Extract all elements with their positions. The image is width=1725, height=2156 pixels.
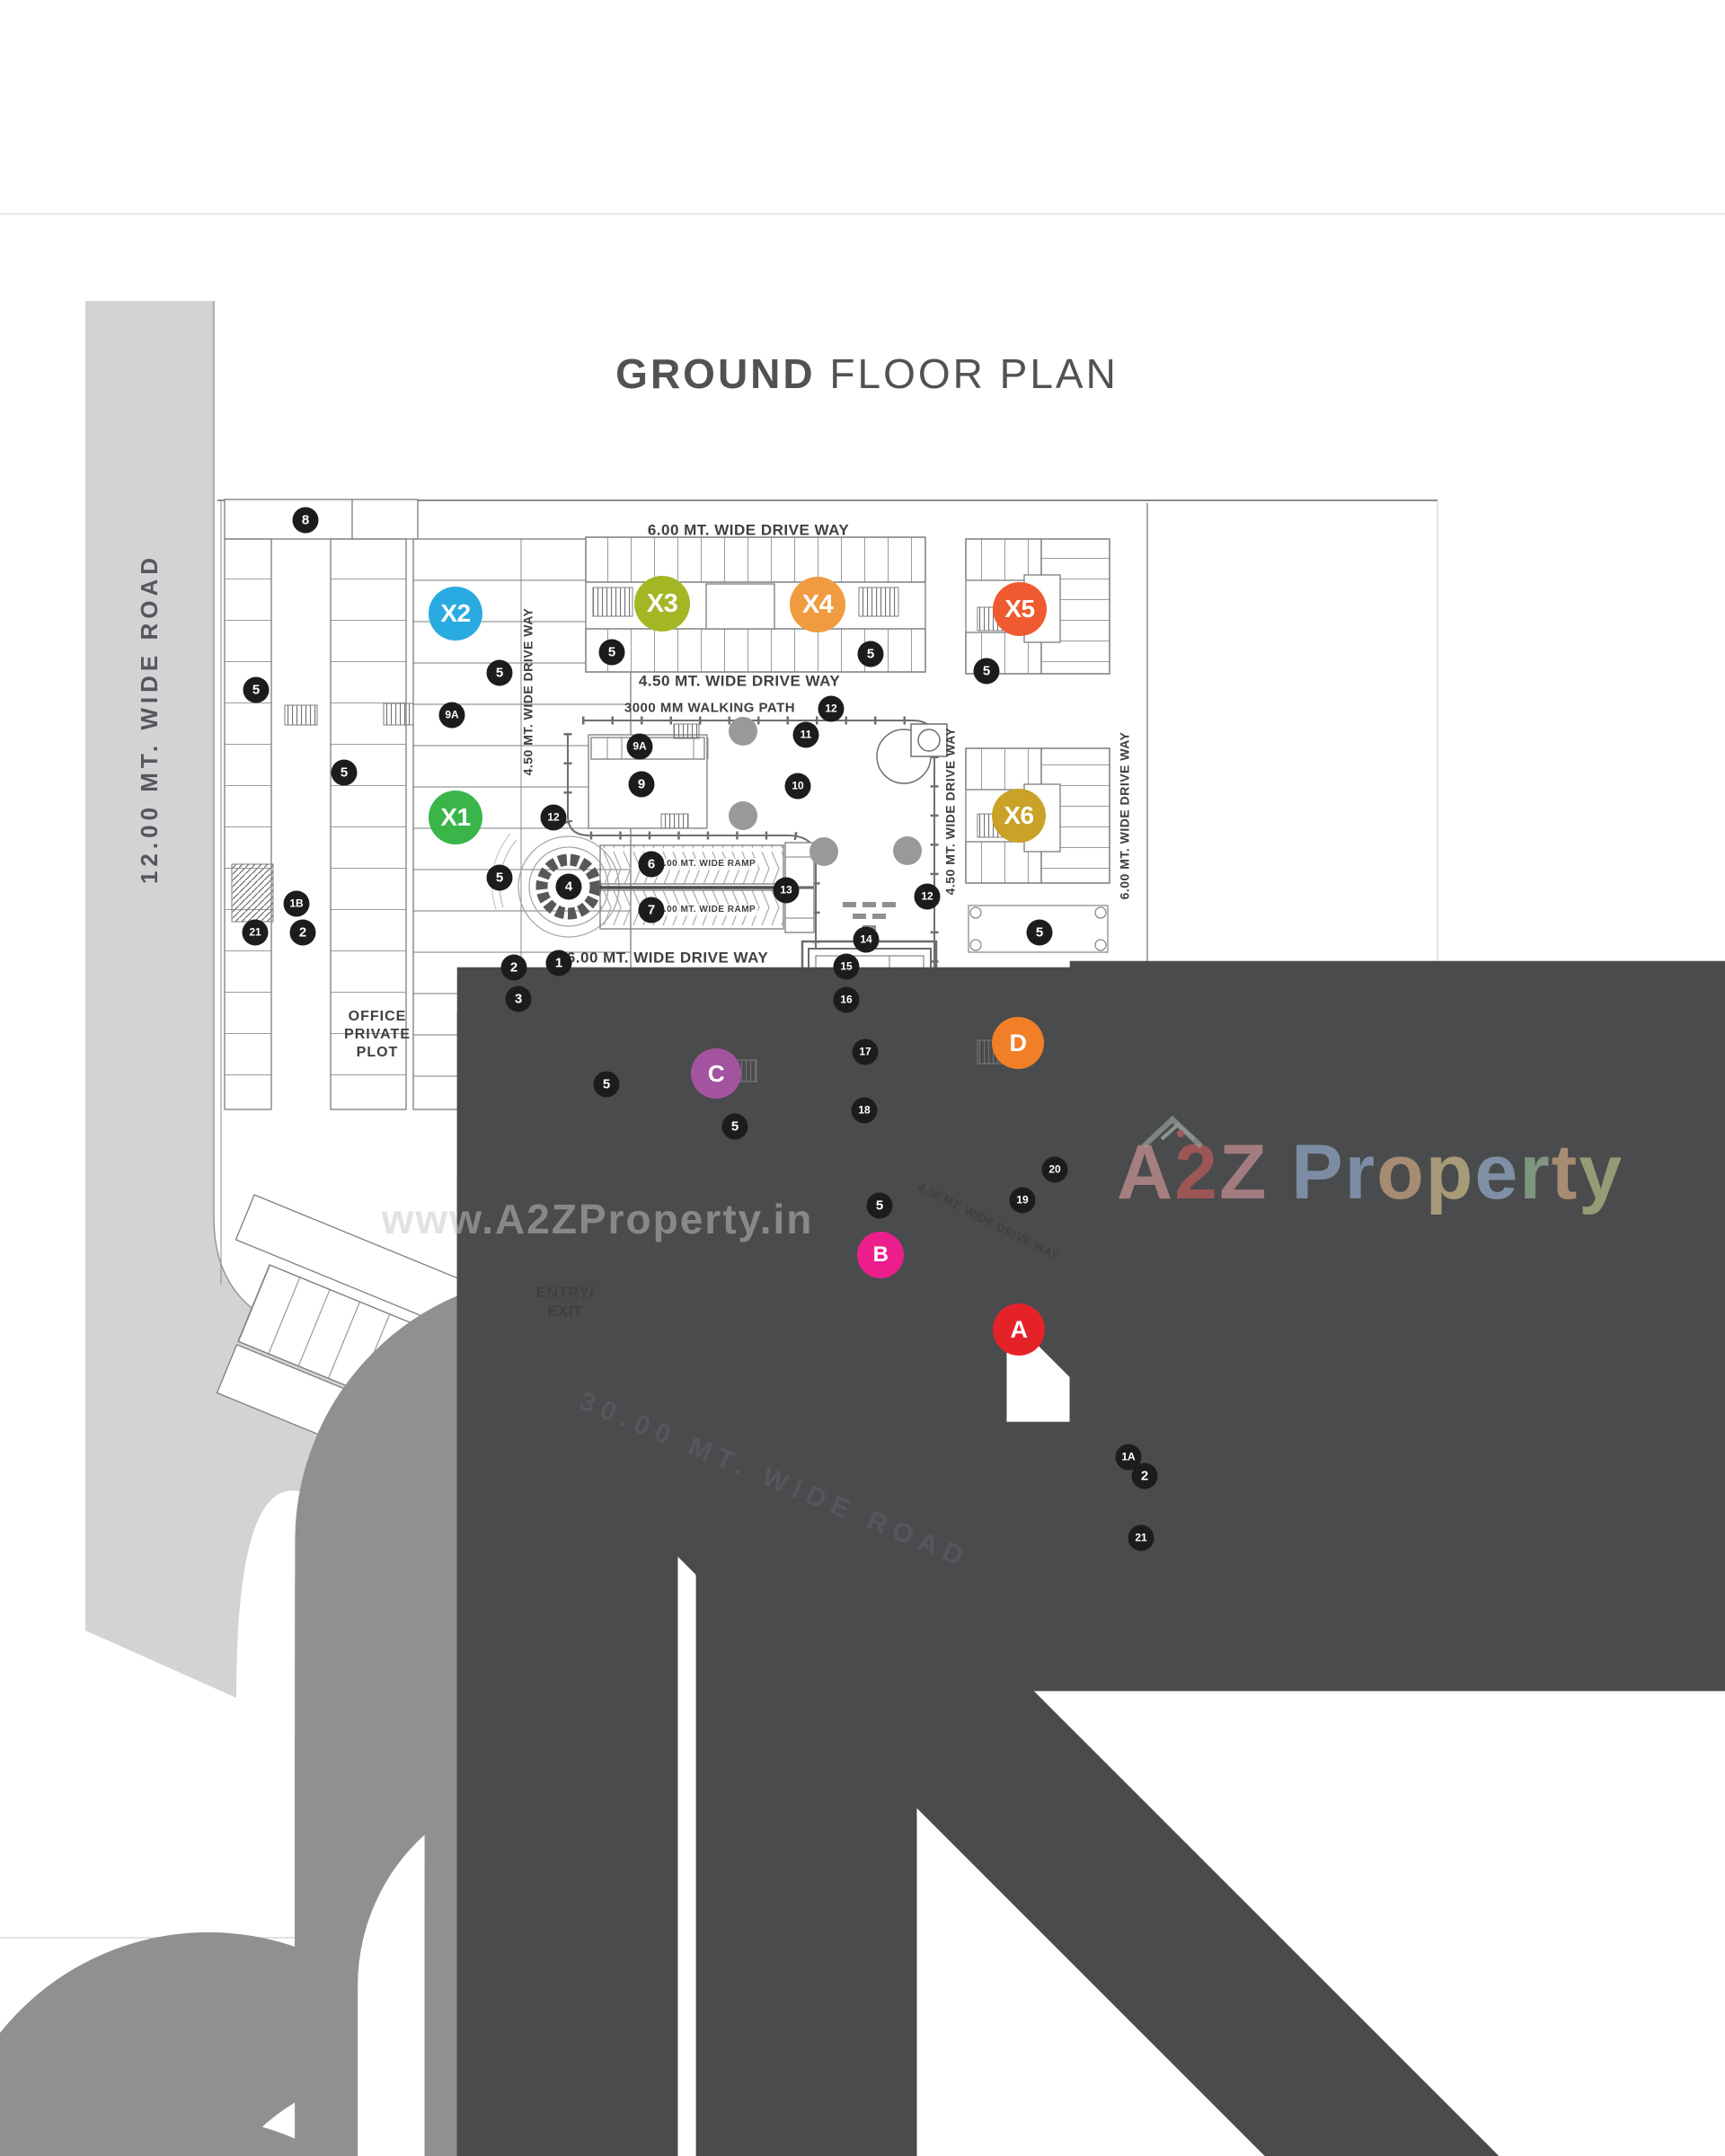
page-title: GROUND FLOOR PLAN: [615, 349, 1119, 398]
open-plot: [968, 905, 1109, 953]
ramps: [599, 842, 815, 933]
building-x6: [965, 747, 1110, 884]
seating-area: [843, 902, 896, 931]
title-primary: GROUND: [615, 350, 816, 397]
building-x5: [965, 538, 1110, 675]
building-9: [588, 734, 709, 829]
title-secondary: FLOOR PLAN: [815, 350, 1119, 397]
